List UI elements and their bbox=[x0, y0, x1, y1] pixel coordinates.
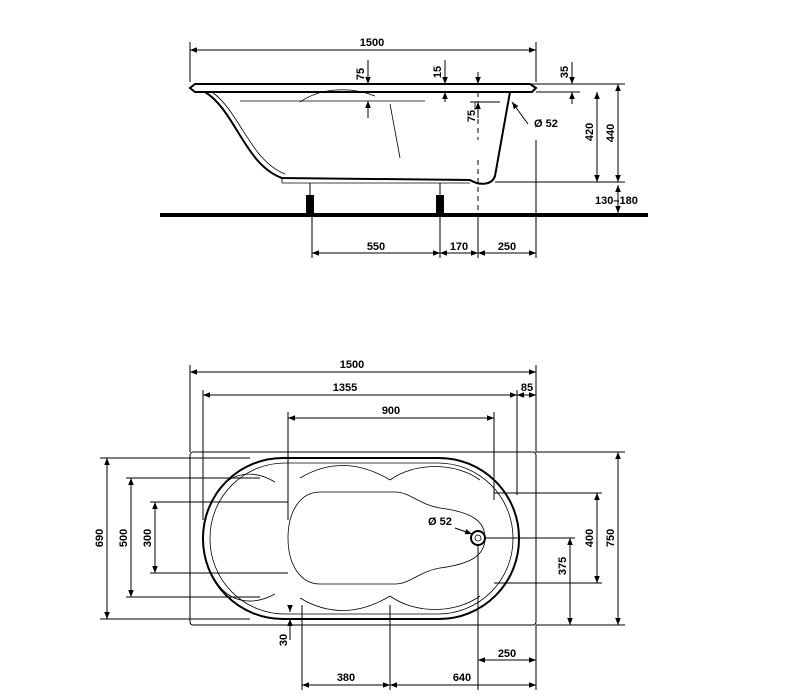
side-leg-spacing: 550 bbox=[367, 241, 385, 253]
tub-body bbox=[204, 91, 511, 185]
side-drain-to-end: 250 bbox=[498, 241, 516, 253]
side-leg-height: 130–180 bbox=[595, 195, 638, 207]
top-view: 1500 1355 85 900 690 500 300 Ø 52 bbox=[94, 359, 625, 690]
tub-bottom bbox=[287, 491, 486, 585]
side-view: 1500 75 15 75 Ø 52 35 420 440 130–180 bbox=[160, 37, 648, 258]
top-inner-length: 1355 bbox=[333, 382, 357, 394]
side-rim-thickness: 35 bbox=[559, 66, 571, 78]
top-width-690: 690 bbox=[94, 529, 106, 547]
top-width-500: 500 bbox=[118, 529, 130, 547]
side-inner-depth: 420 bbox=[584, 123, 596, 141]
side-overall-length: 1500 bbox=[360, 37, 384, 49]
top-dim-380: 380 bbox=[337, 672, 355, 684]
drain-hole bbox=[470, 530, 486, 546]
top-width-400: 400 bbox=[584, 529, 596, 547]
side-leg-to-drain: 170 bbox=[450, 241, 468, 253]
top-dim-640: 640 bbox=[453, 672, 471, 684]
side-rim-offset-left: 75 bbox=[355, 68, 367, 80]
side-total-height: 440 bbox=[605, 124, 617, 142]
top-drain-diameter: Ø 52 bbox=[428, 516, 452, 528]
floor-line bbox=[160, 213, 648, 217]
top-width-375: 375 bbox=[557, 557, 569, 575]
top-overall-width: 750 bbox=[605, 529, 617, 547]
top-seat-length: 900 bbox=[382, 405, 400, 417]
top-drain-to-end: 250 bbox=[498, 648, 516, 660]
tub-rim bbox=[188, 83, 538, 93]
side-drain-diameter: Ø 52 bbox=[534, 118, 558, 130]
top-end-offset: 85 bbox=[521, 382, 533, 394]
leg-left bbox=[306, 183, 314, 213]
top-bottom-offset: 30 bbox=[278, 634, 290, 646]
top-overall-length: 1500 bbox=[340, 359, 364, 371]
top-width-300: 300 bbox=[142, 529, 154, 547]
side-drain-offset: 75 bbox=[466, 110, 478, 122]
leg-right bbox=[436, 183, 444, 213]
side-rim-offset-mid: 15 bbox=[432, 66, 444, 78]
